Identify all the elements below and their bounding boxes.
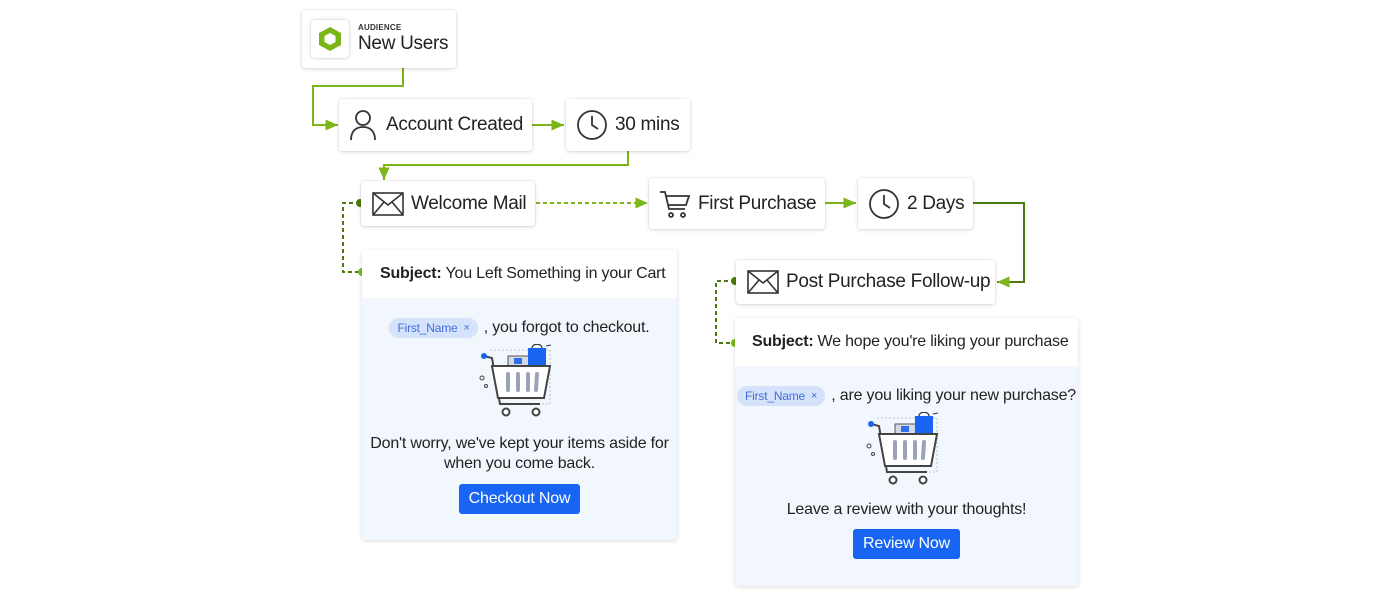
node-label: Account Created <box>386 114 524 135</box>
audience-node[interactable]: AUDIENCE New Users <box>302 10 456 68</box>
node-label: Welcome Mail <box>411 192 527 214</box>
node-account-created[interactable]: Account Created <box>339 99 532 151</box>
audience-tag: AUDIENCE <box>358 23 402 32</box>
mail-icon <box>372 191 404 216</box>
audience-hexagon-icon <box>311 20 349 58</box>
mail-icon <box>747 270 779 294</box>
email-subject: Subject: We hope you're liking your purc… <box>735 318 1078 366</box>
clock-icon <box>868 188 900 220</box>
first-name-token[interactable]: First_Name × <box>737 386 826 406</box>
greeting-line: First_Name × , are you liking your new p… <box>735 386 1078 406</box>
subject-text: We hope you're liking your purchase <box>817 333 1069 350</box>
node-first-purchase[interactable]: First Purchase <box>649 178 825 229</box>
shopping-cart-illustration <box>479 344 551 417</box>
user-icon <box>348 109 378 141</box>
cart-icon <box>659 189 691 219</box>
email-preview-abandoned-cart: Subject: You Left Something in your Cart… <box>362 250 677 540</box>
greeting-text: , are you liking your new purchase? <box>831 387 1076 404</box>
subject-label: Subject: <box>752 333 814 350</box>
connector-wait-to-welcome <box>378 150 629 180</box>
node-wait-2-days[interactable]: 2 Days <box>858 178 973 229</box>
connector-welcome-to-email <box>342 202 362 273</box>
audience-title: New Users <box>358 33 449 54</box>
node-label: 2 Days <box>907 192 965 214</box>
subject-text: You Left Something in your Cart <box>445 265 666 282</box>
remove-token-icon[interactable]: × <box>811 390 818 402</box>
email-preview-post-purchase: Subject: We hope you're liking your purc… <box>735 318 1078 586</box>
subject-label: Subject: <box>380 265 442 282</box>
node-label: 30 mins <box>615 114 680 135</box>
email-body-text: Don't worry, we've kept your items aside… <box>370 435 669 472</box>
email-body-text: Leave a review with your thoughts! <box>786 501 1027 518</box>
clock-icon <box>576 109 608 141</box>
node-welcome-mail[interactable]: Welcome Mail <box>361 181 535 226</box>
shopping-cart-illustration <box>866 412 938 485</box>
email-subject: Subject: You Left Something in your Cart <box>362 250 677 298</box>
node-label: First Purchase <box>698 192 817 214</box>
node-post-purchase-followup[interactable]: Post Purchase Follow-up <box>736 260 995 304</box>
remove-token-icon[interactable]: × <box>463 322 470 334</box>
checkout-now-button[interactable]: Checkout Now <box>458 484 581 514</box>
first-name-token[interactable]: First_Name × <box>389 318 478 338</box>
review-now-button[interactable]: Review Now <box>853 529 960 559</box>
token-label: First_Name <box>745 389 806 403</box>
greeting-line: First_Name × , you forgot to checkout. <box>362 318 677 338</box>
token-label: First_Name <box>397 321 458 335</box>
connector-followup-to-email <box>715 280 735 344</box>
node-label: Post Purchase Follow-up <box>786 271 991 292</box>
greeting-text: , you forgot to checkout. <box>483 319 650 336</box>
node-wait-30-mins[interactable]: 30 mins <box>566 99 690 151</box>
